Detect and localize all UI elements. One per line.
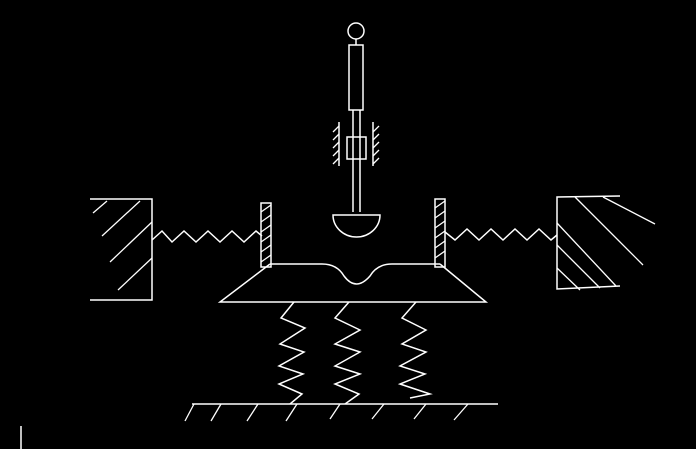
- support-spring-left: [277, 301, 307, 405]
- support-spring-middle: [333, 301, 363, 405]
- support-springs: [277, 301, 433, 405]
- left-side-spring: [151, 229, 263, 244]
- right-side-spring: [444, 227, 558, 242]
- hemispherical-indenter: [332, 214, 381, 238]
- left-post: [260, 202, 272, 268]
- guide-left-hatch: [332, 125, 340, 165]
- left-fixed-wall: [90, 198, 153, 301]
- guide-block: [346, 136, 367, 160]
- right-fixed-wall: [556, 195, 656, 291]
- spring-cradle-platform: [217, 198, 489, 303]
- right-post: [434, 198, 446, 268]
- support-spring-right: [397, 301, 433, 399]
- rod-upper-sleeve: [348, 44, 364, 111]
- follower-rod: [347, 22, 365, 212]
- guide-right-hatch: [372, 125, 380, 165]
- ground: [184, 403, 498, 422]
- rod-ball-end: [347, 22, 365, 40]
- side-springs: [151, 227, 558, 244]
- rod-guide: [332, 122, 380, 166]
